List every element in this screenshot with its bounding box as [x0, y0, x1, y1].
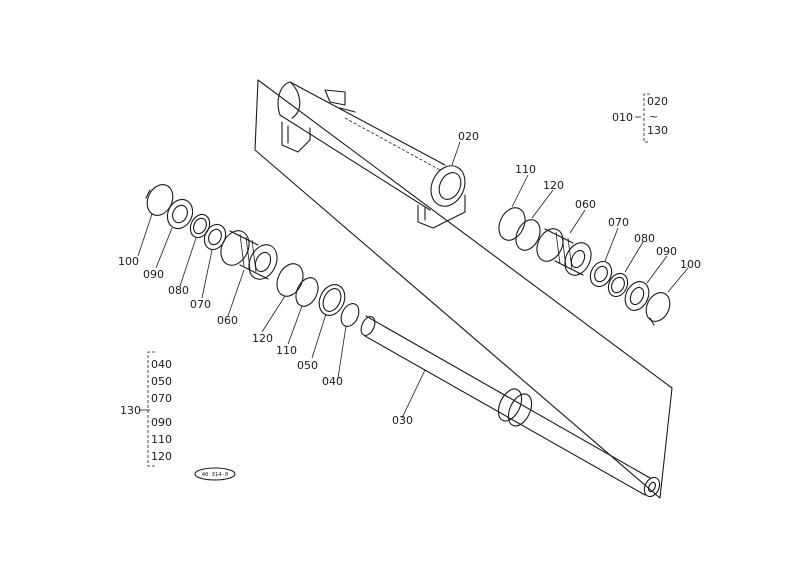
- label-030: 030: [392, 414, 413, 427]
- kit-item-040: 040: [151, 358, 172, 371]
- label-060-left: 060: [217, 314, 238, 327]
- kit-item-050: 050: [151, 375, 172, 388]
- drawing-stamp: 40 314-0: [194, 467, 236, 481]
- label-040: 040: [322, 375, 343, 388]
- kit-item-120: 120: [151, 450, 172, 463]
- washer-090-left: [166, 198, 194, 230]
- label-110-left: 110: [276, 344, 297, 357]
- snap-ring-100-right: [645, 292, 671, 326]
- label-080-right: 080: [634, 232, 655, 245]
- label-070-right: 070: [608, 216, 629, 229]
- label-110-right: 110: [515, 163, 536, 176]
- assembly-010-bracket: 010 020 ~ 130: [612, 93, 668, 143]
- cylinder-tube: [277, 81, 466, 229]
- label-010-range-start: 020: [647, 95, 668, 108]
- label-090-right: 090: [656, 245, 677, 258]
- stamp-code: 40 314-0: [202, 472, 229, 478]
- assembly-plane: [254, 79, 673, 499]
- washer-090-right: [624, 281, 650, 311]
- label-120-right: 120: [543, 179, 564, 192]
- label-060-right: 060: [575, 198, 596, 211]
- kit-item-110: 110: [151, 433, 172, 446]
- label-100-left: 100: [118, 255, 139, 268]
- piston-rod: [360, 315, 661, 498]
- label-010-range-end: 130: [647, 124, 668, 137]
- label-010: 010: [612, 111, 633, 124]
- svg-text:~: ~: [649, 110, 658, 123]
- o-rings-right: [498, 207, 541, 251]
- label-120-left: 120: [252, 332, 273, 345]
- label-130: 130: [120, 404, 141, 417]
- label-100-right: 100: [680, 258, 701, 271]
- label-080-left: 080: [168, 284, 189, 297]
- kit-130-bracket: 130 040 050 070 090 110 120: [120, 351, 172, 467]
- label-020: 020: [458, 130, 479, 143]
- ring-080-right: [607, 272, 629, 298]
- label-090-left: 090: [143, 268, 164, 281]
- gland-060-left: [220, 230, 278, 280]
- o-rings-left: [276, 263, 360, 327]
- seal-070-right: [589, 260, 613, 288]
- kit-item-090: 090: [151, 416, 172, 429]
- seal-070-left: [203, 223, 227, 251]
- kit-item-070: 070: [151, 392, 172, 405]
- label-050: 050: [297, 359, 318, 372]
- label-070-left: 070: [190, 298, 211, 311]
- gland-060-right: [536, 228, 592, 276]
